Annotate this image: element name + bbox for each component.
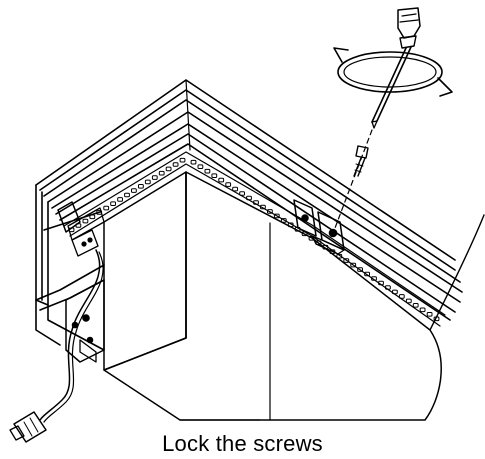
strip-hole: [426, 312, 433, 317]
strip-hole: [273, 213, 280, 219]
power-cable: [9, 249, 104, 443]
aluminum-profile: [35, 79, 463, 351]
strip-hole: [371, 276, 377, 281]
strip-hole: [301, 231, 308, 237]
strip-hole: [82, 218, 89, 224]
strip-hole: [103, 205, 110, 211]
left-wall-panel: [103, 171, 187, 371]
screwdriver-icon: [371, 7, 421, 129]
strip-hole: [280, 218, 287, 223]
profile-top-edge-7: [59, 143, 451, 321]
profile-miter-seam: [185, 79, 191, 151]
strip-hole: [336, 253, 343, 259]
mounting-clip-middle: [293, 199, 317, 237]
profile-lower-channel: [47, 304, 105, 351]
strip-hole: [405, 298, 412, 304]
strip-hole: [246, 195, 252, 201]
mounting-clips: [57, 199, 345, 255]
wall-panels: [103, 171, 485, 421]
strip-hole: [260, 204, 266, 210]
profile-bottom-left: [35, 264, 105, 301]
strip-holes-right: [190, 159, 440, 322]
strip-hole: [267, 209, 273, 214]
strip-hole: [225, 182, 232, 187]
profile-top-edge-3: [43, 99, 461, 283]
strip-hole: [151, 175, 158, 180]
cable-line: [39, 249, 101, 421]
strip-hole: [364, 271, 371, 277]
bracket-foot: [79, 339, 97, 363]
strip-hole: [131, 188, 137, 193]
strip-hole: [392, 289, 398, 295]
strip-hole: [239, 191, 245, 196]
strip-hole: [172, 162, 179, 167]
profile-top-edge-6: [55, 133, 456, 313]
strip-hole: [419, 307, 426, 313]
bracket-hole-3: [86, 336, 94, 344]
mounting-clip-left: [57, 201, 81, 233]
mounting-clip-right-flange: [311, 235, 345, 255]
strip-hole: [138, 184, 144, 189]
connector-dot-2: [87, 237, 93, 243]
strip-hole: [110, 201, 116, 206]
strip-hole: [287, 222, 294, 228]
strip-hole: [144, 179, 151, 185]
strip-hole: [190, 159, 197, 165]
strip-hole: [232, 186, 238, 192]
strip-hole: [357, 267, 364, 272]
wire-connector: [71, 229, 99, 257]
rotation-arrow-icon: [333, 47, 453, 97]
profile-top-edge-4: [47, 111, 463, 293]
led-strip: [63, 151, 446, 327]
strip-hole: [378, 280, 384, 286]
connector-dot-1: [81, 241, 87, 247]
strip-hole: [412, 303, 419, 308]
cable-line-2: [43, 251, 104, 423]
strip-hole: [433, 316, 440, 322]
strip-hole: [211, 173, 218, 178]
strip-hole: [308, 236, 315, 241]
profile-left-lower: [35, 299, 61, 346]
strip-hole: [343, 258, 350, 263]
bracket-hole-1: [82, 314, 90, 322]
strip-hole: [329, 249, 336, 254]
instruction-caption: Lock the screws: [162, 431, 323, 456]
strip-hole: [124, 192, 130, 198]
driver-box: [65, 279, 105, 363]
mounting-clip-left-2: [67, 207, 105, 241]
strip-hole: [197, 164, 204, 169]
strip-hole: [165, 166, 172, 172]
strip-hole: [179, 157, 186, 163]
strip-hole: [385, 285, 391, 290]
strip-hole: [158, 170, 165, 176]
profile-top-edge-2: [39, 89, 456, 271]
strip-edge-outer: [63, 151, 446, 316]
strip-hole: [253, 200, 259, 205]
strip-hole: [117, 197, 123, 202]
strip-hole: [218, 177, 225, 183]
alignment-guide: [334, 129, 373, 229]
strip-hole: [89, 214, 96, 220]
strip-hole: [350, 262, 357, 268]
profile-left-face: [35, 184, 49, 306]
clip-screw-hole-right: [328, 228, 338, 238]
cable-plug-icon: [9, 411, 47, 443]
right-wall-panel: [103, 171, 442, 421]
strip-hole: [398, 294, 405, 299]
panel-cut-edge: [429, 214, 485, 331]
strip-hole: [204, 168, 211, 174]
clip-screw-hole-middle: [301, 214, 309, 222]
driver-bracket: [65, 229, 105, 363]
